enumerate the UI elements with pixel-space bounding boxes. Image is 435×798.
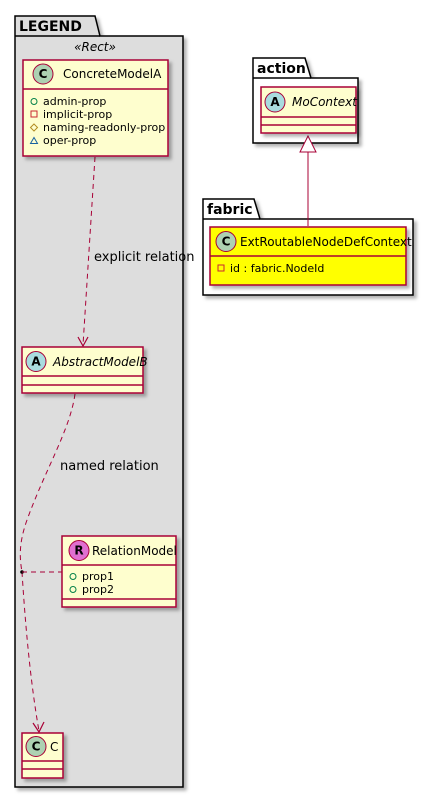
class-glyph-letter: A [31,355,41,369]
class-name: ConcreteModelA [63,67,162,81]
class-name: AbstractModelB [52,355,148,369]
class-name: C [50,740,58,754]
package-fabric-name: fabric [207,202,253,218]
class-c-glyph-icon [25,736,47,757]
class-attribute: prop2 [82,583,114,596]
relation-explicit[interactable] [77,156,96,348]
class-attribute: oper-prop [43,134,96,147]
private-visibility-icon [30,110,38,118]
class-concrete-model-a[interactable]: C ConcreteModelA admin-prop implicit-pro… [22,59,169,157]
relation-named[interactable] [19,393,76,734]
public-visibility-icon [69,573,77,580]
class-mo-context[interactable]: A MoContext [260,86,358,134]
class-glyph-letter: C [32,740,41,754]
class-abstract-model-b[interactable]: A AbstractModelB [21,346,148,394]
class-glyph-letter: A [270,95,280,109]
class-relation-model[interactable]: R RelationModel prop1 prop2 [61,535,177,608]
class-attribute: naming-readonly-prop [43,121,165,134]
public-visibility-icon [69,586,77,593]
class-name: ExtRoutableNodeDefContext [240,235,412,249]
class-a-glyph-icon [25,351,47,372]
class-attribute: admin-prop [43,95,106,108]
public-visibility-icon [30,98,38,105]
relation-named-label: named relation [60,459,159,474]
package-legend-stereotype: «Rect» [74,40,116,54]
package-action-name: action [257,61,306,77]
class-name: MoContext [292,95,358,109]
class-name: RelationModel [92,544,177,558]
class-a-glyph-icon [264,91,286,113]
class-c-glyph-icon [32,63,54,85]
class-c-glyph-icon [215,231,237,252]
package-legend-name: LEGEND [19,19,82,35]
class-ext-routable-node-def-context[interactable]: C ExtRoutableNodeDefContext id : fabric.… [209,226,412,286]
class-attribute: id : fabric.NodeId [230,262,324,275]
class-glyph-letter: C [222,235,231,249]
relation-explicit-label: explicit relation [94,250,194,265]
relation-inheritance[interactable] [299,134,317,226]
private-visibility-icon [217,264,225,272]
class-glyph-letter: R [74,544,83,558]
class-attribute: implicit-prop [43,108,112,121]
protected-visibility-icon [29,123,39,132]
class-glyph-letter: C [39,67,48,81]
package-visibility-icon [29,136,39,144]
class-attribute: prop1 [82,570,114,583]
class-c[interactable]: C C [21,732,64,779]
class-r-glyph-icon [68,540,90,561]
